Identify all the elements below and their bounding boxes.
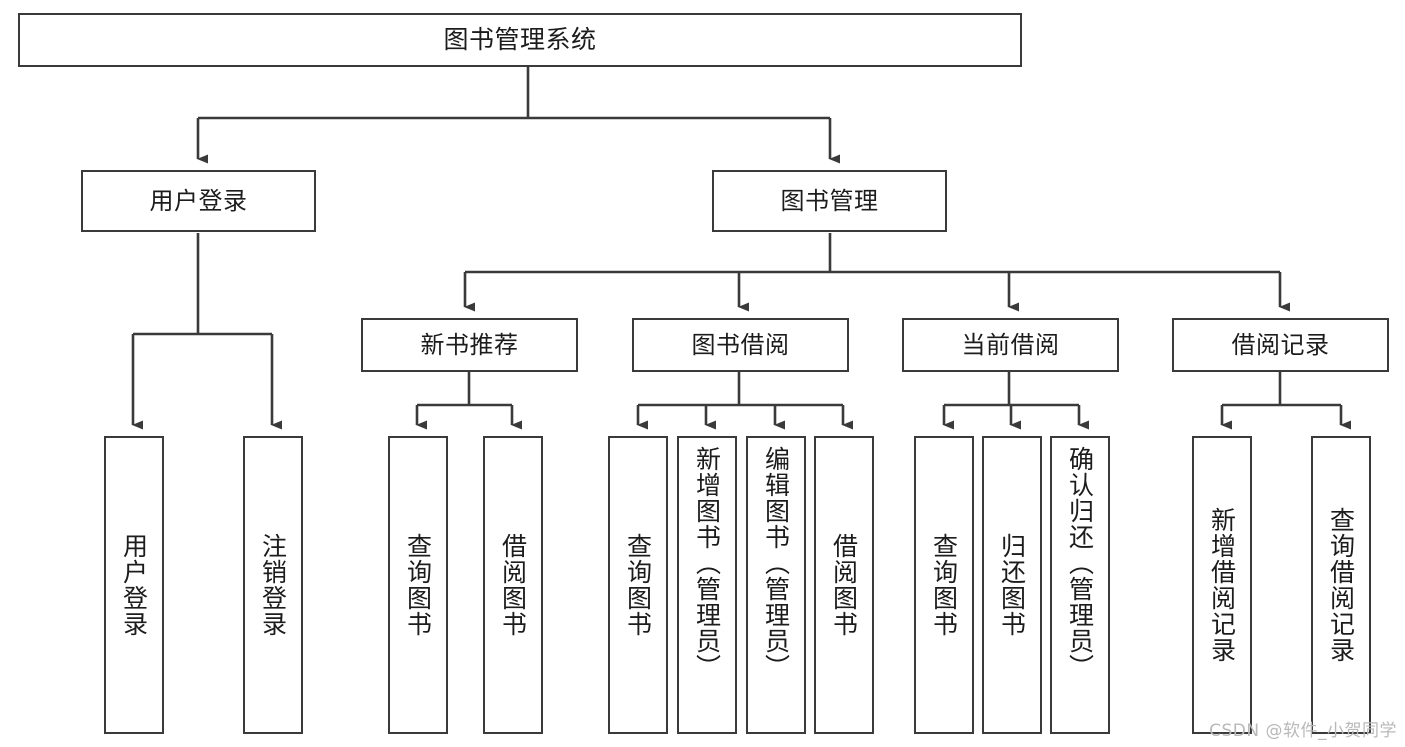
node-root-label: 图书管理系统 (443, 25, 597, 54)
node-current-borrow[interactable]: 当前借阅 (902, 318, 1119, 372)
leaf-current-borrow-query[interactable]: 查询图书 (914, 436, 974, 734)
leaf-borrow-record-add[interactable]: 新增借阅记录 (1192, 436, 1252, 734)
leaf-book-borrow-edit[interactable]: 编辑图书（管理员） (746, 436, 806, 734)
node-book-borrow[interactable]: 图书借阅 (632, 318, 849, 372)
leaf-book-borrow-add[interactable]: 新增图书（管理员） (677, 436, 737, 734)
node-current-borrow-label: 当前借阅 (961, 330, 1060, 359)
leaf-label: 查询图书 (929, 533, 959, 637)
leaf-current-borrow-return[interactable]: 归还图书 (982, 436, 1042, 734)
node-borrow-record-label: 借阅记录 (1231, 330, 1330, 359)
watermark: CSDN @软件_小贺同学 (1209, 721, 1397, 741)
leaf-new-book-borrow[interactable]: 借阅图书 (483, 436, 543, 734)
node-new-book-recommend[interactable]: 新书推荐 (361, 318, 578, 372)
node-book-management-label: 图书管理 (780, 186, 879, 215)
leaf-label: 用户登录 (119, 533, 149, 637)
leaf-book-borrow-query[interactable]: 查询图书 (608, 436, 668, 734)
leaf-label: 编辑图书（管理员） (761, 446, 791, 680)
leaf-label: 查询借阅记录 (1326, 507, 1356, 663)
leaf-new-book-query[interactable]: 查询图书 (388, 436, 448, 734)
leaf-user-login-logout[interactable]: 注销登录 (243, 436, 303, 734)
leaf-label: 确认归还（管理员） (1065, 446, 1095, 680)
leaf-label: 借阅图书 (829, 533, 859, 637)
node-book-borrow-label: 图书借阅 (691, 330, 790, 359)
leaf-label: 查询图书 (623, 533, 653, 637)
leaf-borrow-record-query[interactable]: 查询借阅记录 (1311, 436, 1371, 734)
node-user-login-label: 用户登录 (149, 186, 248, 215)
node-borrow-record[interactable]: 借阅记录 (1172, 318, 1389, 372)
leaf-book-borrow-borrow[interactable]: 借阅图书 (814, 436, 874, 734)
leaf-label: 借阅图书 (498, 533, 528, 637)
leaf-label: 新增借阅记录 (1207, 507, 1237, 663)
leaf-user-login-login[interactable]: 用户登录 (104, 436, 164, 734)
node-root[interactable]: 图书管理系统 (18, 13, 1022, 67)
node-new-book-recommend-label: 新书推荐 (420, 330, 519, 359)
leaf-label: 注销登录 (258, 533, 288, 637)
node-user-login[interactable]: 用户登录 (81, 170, 316, 232)
node-book-management[interactable]: 图书管理 (712, 170, 947, 232)
leaf-current-borrow-confirm[interactable]: 确认归还（管理员） (1050, 436, 1110, 734)
leaf-label: 新增图书（管理员） (692, 446, 722, 680)
leaf-label: 查询图书 (403, 533, 433, 637)
leaf-label: 归还图书 (997, 533, 1027, 637)
